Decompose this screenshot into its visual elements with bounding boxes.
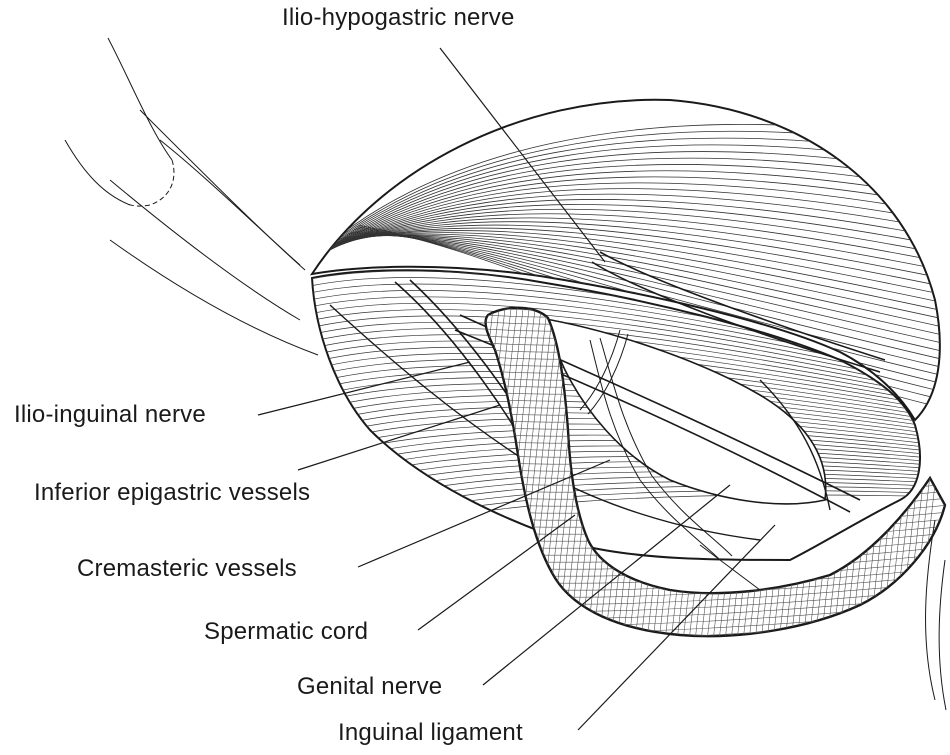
label-spermatic-cord: Spermatic cord xyxy=(204,618,368,646)
label-ilio-hypogastric-nerve: Ilio-hypogastric nerve xyxy=(282,4,515,32)
retractor-sketch xyxy=(65,38,318,355)
label-inferior-epigastric-vessels: Inferior epigastric vessels xyxy=(34,479,310,507)
label-ilio-inguinal-nerve: Ilio-inguinal nerve xyxy=(14,401,206,429)
label-cremasteric-vessels: Cremasteric vessels xyxy=(77,555,297,583)
label-genital-nerve: Genital nerve xyxy=(297,673,442,701)
label-inguinal-ligament: Inguinal ligament xyxy=(338,719,523,747)
